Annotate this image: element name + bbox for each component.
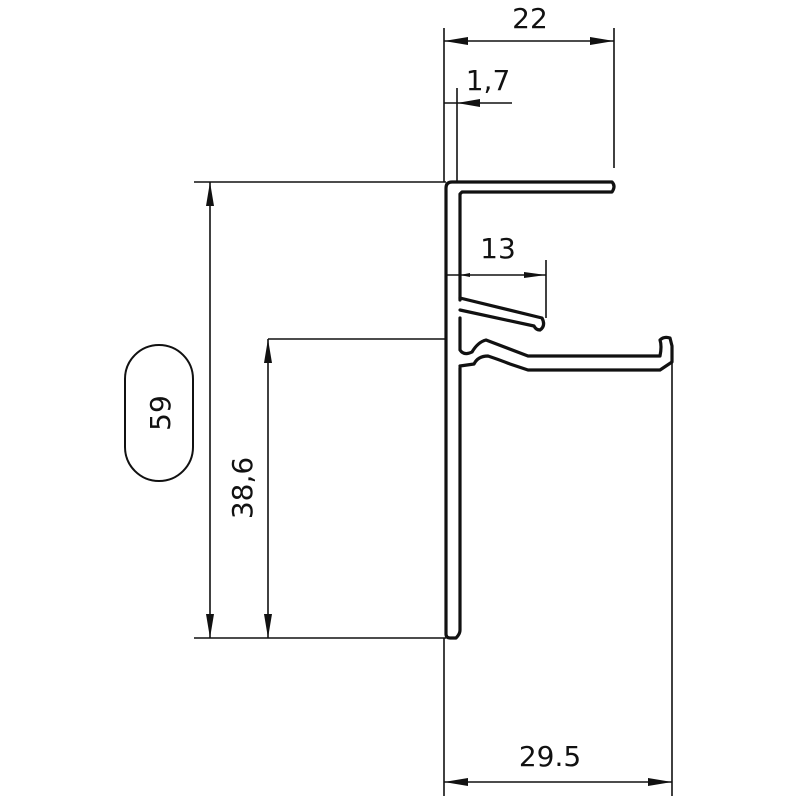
dimension-59 <box>194 181 446 639</box>
badge-label-59: 59 <box>144 395 177 431</box>
dim-label-29-5: 29.5 <box>519 740 581 773</box>
dim-label-1-7: 1,7 <box>466 64 511 97</box>
profile-outline <box>444 180 674 640</box>
dimension-29-5: 29.5 <box>443 362 673 796</box>
dimension-38-6: 38,6 <box>226 338 446 638</box>
dimension-13: 13 <box>446 232 547 318</box>
dim-label-13: 13 <box>480 232 516 265</box>
dimension-22: 22 <box>443 2 615 182</box>
dimension-1-7: 1,7 <box>444 64 512 182</box>
dim-label-38-6: 38,6 <box>226 457 259 519</box>
badge-59: 59 <box>124 344 194 482</box>
dim-label-22: 22 <box>512 2 548 35</box>
